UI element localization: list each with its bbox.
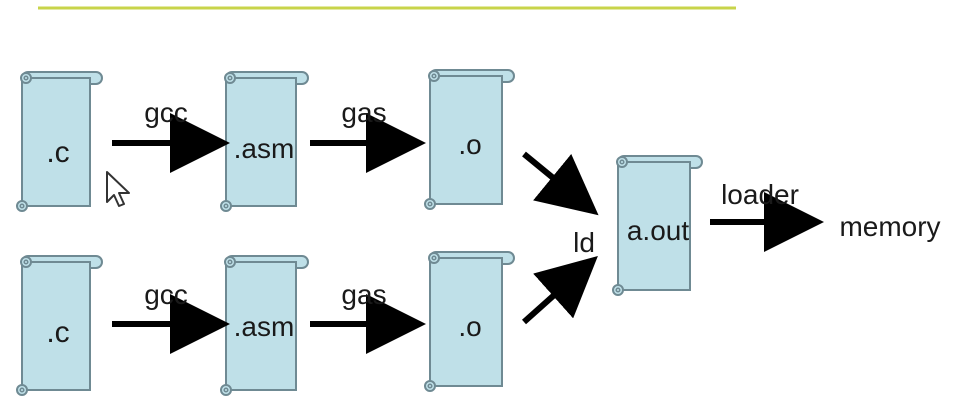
file-label-asm-top: .asm bbox=[234, 133, 295, 164]
step-label-ld: ld bbox=[573, 227, 595, 258]
file-scroll-o-bottom bbox=[424, 251, 515, 392]
file-scroll-c-bottom bbox=[16, 255, 103, 396]
file-label-o-bottom: .o bbox=[458, 311, 481, 342]
arrow-ld-bottom bbox=[522, 256, 598, 325]
file-label-c-top: .c bbox=[46, 136, 69, 169]
step-label-gas-top: gas bbox=[341, 97, 386, 128]
file-scroll-c-top bbox=[16, 71, 103, 212]
arrow-ld-top bbox=[522, 151, 599, 216]
file-label-c-bottom: .c bbox=[46, 316, 69, 349]
target-label-memory: memory bbox=[839, 211, 940, 242]
step-label-gas-bottom: gas bbox=[341, 279, 386, 310]
file-scroll-asm-bottom bbox=[220, 255, 309, 396]
file-label-asm-bottom: .asm bbox=[234, 311, 295, 342]
file-scroll-aout bbox=[612, 155, 703, 296]
step-label-gcc-bottom: gcc bbox=[144, 279, 188, 310]
file-scroll-asm-top bbox=[220, 71, 309, 212]
file-label-aout: a.out bbox=[627, 215, 689, 246]
file-scroll-o-top bbox=[424, 69, 515, 210]
step-label-gcc-top: gcc bbox=[144, 97, 188, 128]
step-label-loader: loader bbox=[721, 179, 799, 210]
file-label-o-top: .o bbox=[458, 129, 481, 160]
mouse-pointer-icon bbox=[106, 171, 130, 207]
